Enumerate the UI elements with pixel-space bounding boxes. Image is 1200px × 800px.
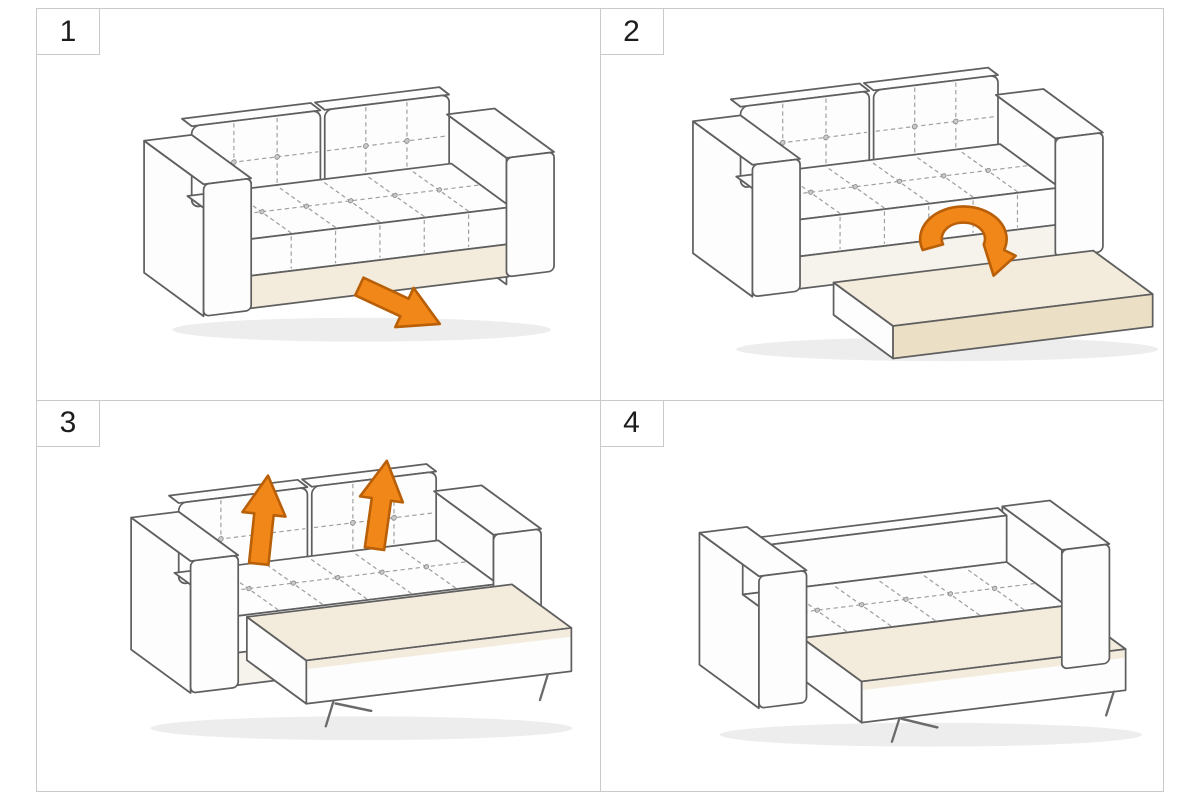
- sofa-bed-flat: [698, 499, 1127, 743]
- right-armrest: [1000, 499, 1110, 669]
- lift-up-arrow-icon: [241, 473, 287, 566]
- left-armrest: [143, 133, 253, 317]
- support-legs: [324, 673, 549, 727]
- sofa-bed-unfolded: [130, 462, 573, 727]
- step-3-illustration: [130, 459, 573, 740]
- sofa-closed: [143, 86, 555, 318]
- lift-up-arrow-icon: [358, 459, 405, 551]
- step-3-panel: 3: [37, 400, 600, 791]
- right-armrest: [446, 107, 555, 278]
- step-number-cell: 1: [37, 9, 100, 55]
- pull-out-arrow-icon: [353, 276, 442, 329]
- step-number: 1: [59, 14, 77, 48]
- step-number: 4: [623, 406, 640, 439]
- left-armrest: [698, 525, 807, 708]
- right-armrest: [994, 88, 1104, 258]
- floor-shadow: [172, 317, 551, 342]
- left-armrest: [130, 510, 240, 693]
- step-number: 2: [623, 14, 640, 48]
- floor-shadow: [150, 715, 573, 740]
- step-number: 3: [59, 406, 77, 439]
- pulled-out-drawer: [832, 249, 1154, 360]
- step-1-illustration: [143, 86, 555, 342]
- step-number-cell: 3: [37, 400, 100, 447]
- floor-shadow: [719, 722, 1142, 747]
- support-legs: [890, 690, 1115, 743]
- flip-over-arrow-icon: [918, 205, 1017, 277]
- bed-extension-mattress: [245, 583, 573, 705]
- step-2-illustration: [691, 66, 1158, 362]
- instruction-sheet: 1: [36, 8, 1164, 792]
- step-1-panel: 1: [37, 9, 600, 400]
- step-number-cell: 4: [600, 400, 664, 447]
- step-number-cell: 2: [600, 9, 664, 55]
- step-2-panel: 2: [600, 9, 1163, 400]
- left-armrest: [691, 114, 801, 297]
- sofa-drawer-out: [691, 66, 1154, 360]
- step-4-illustration: [698, 499, 1142, 747]
- step-4-panel: 4: [600, 400, 1163, 791]
